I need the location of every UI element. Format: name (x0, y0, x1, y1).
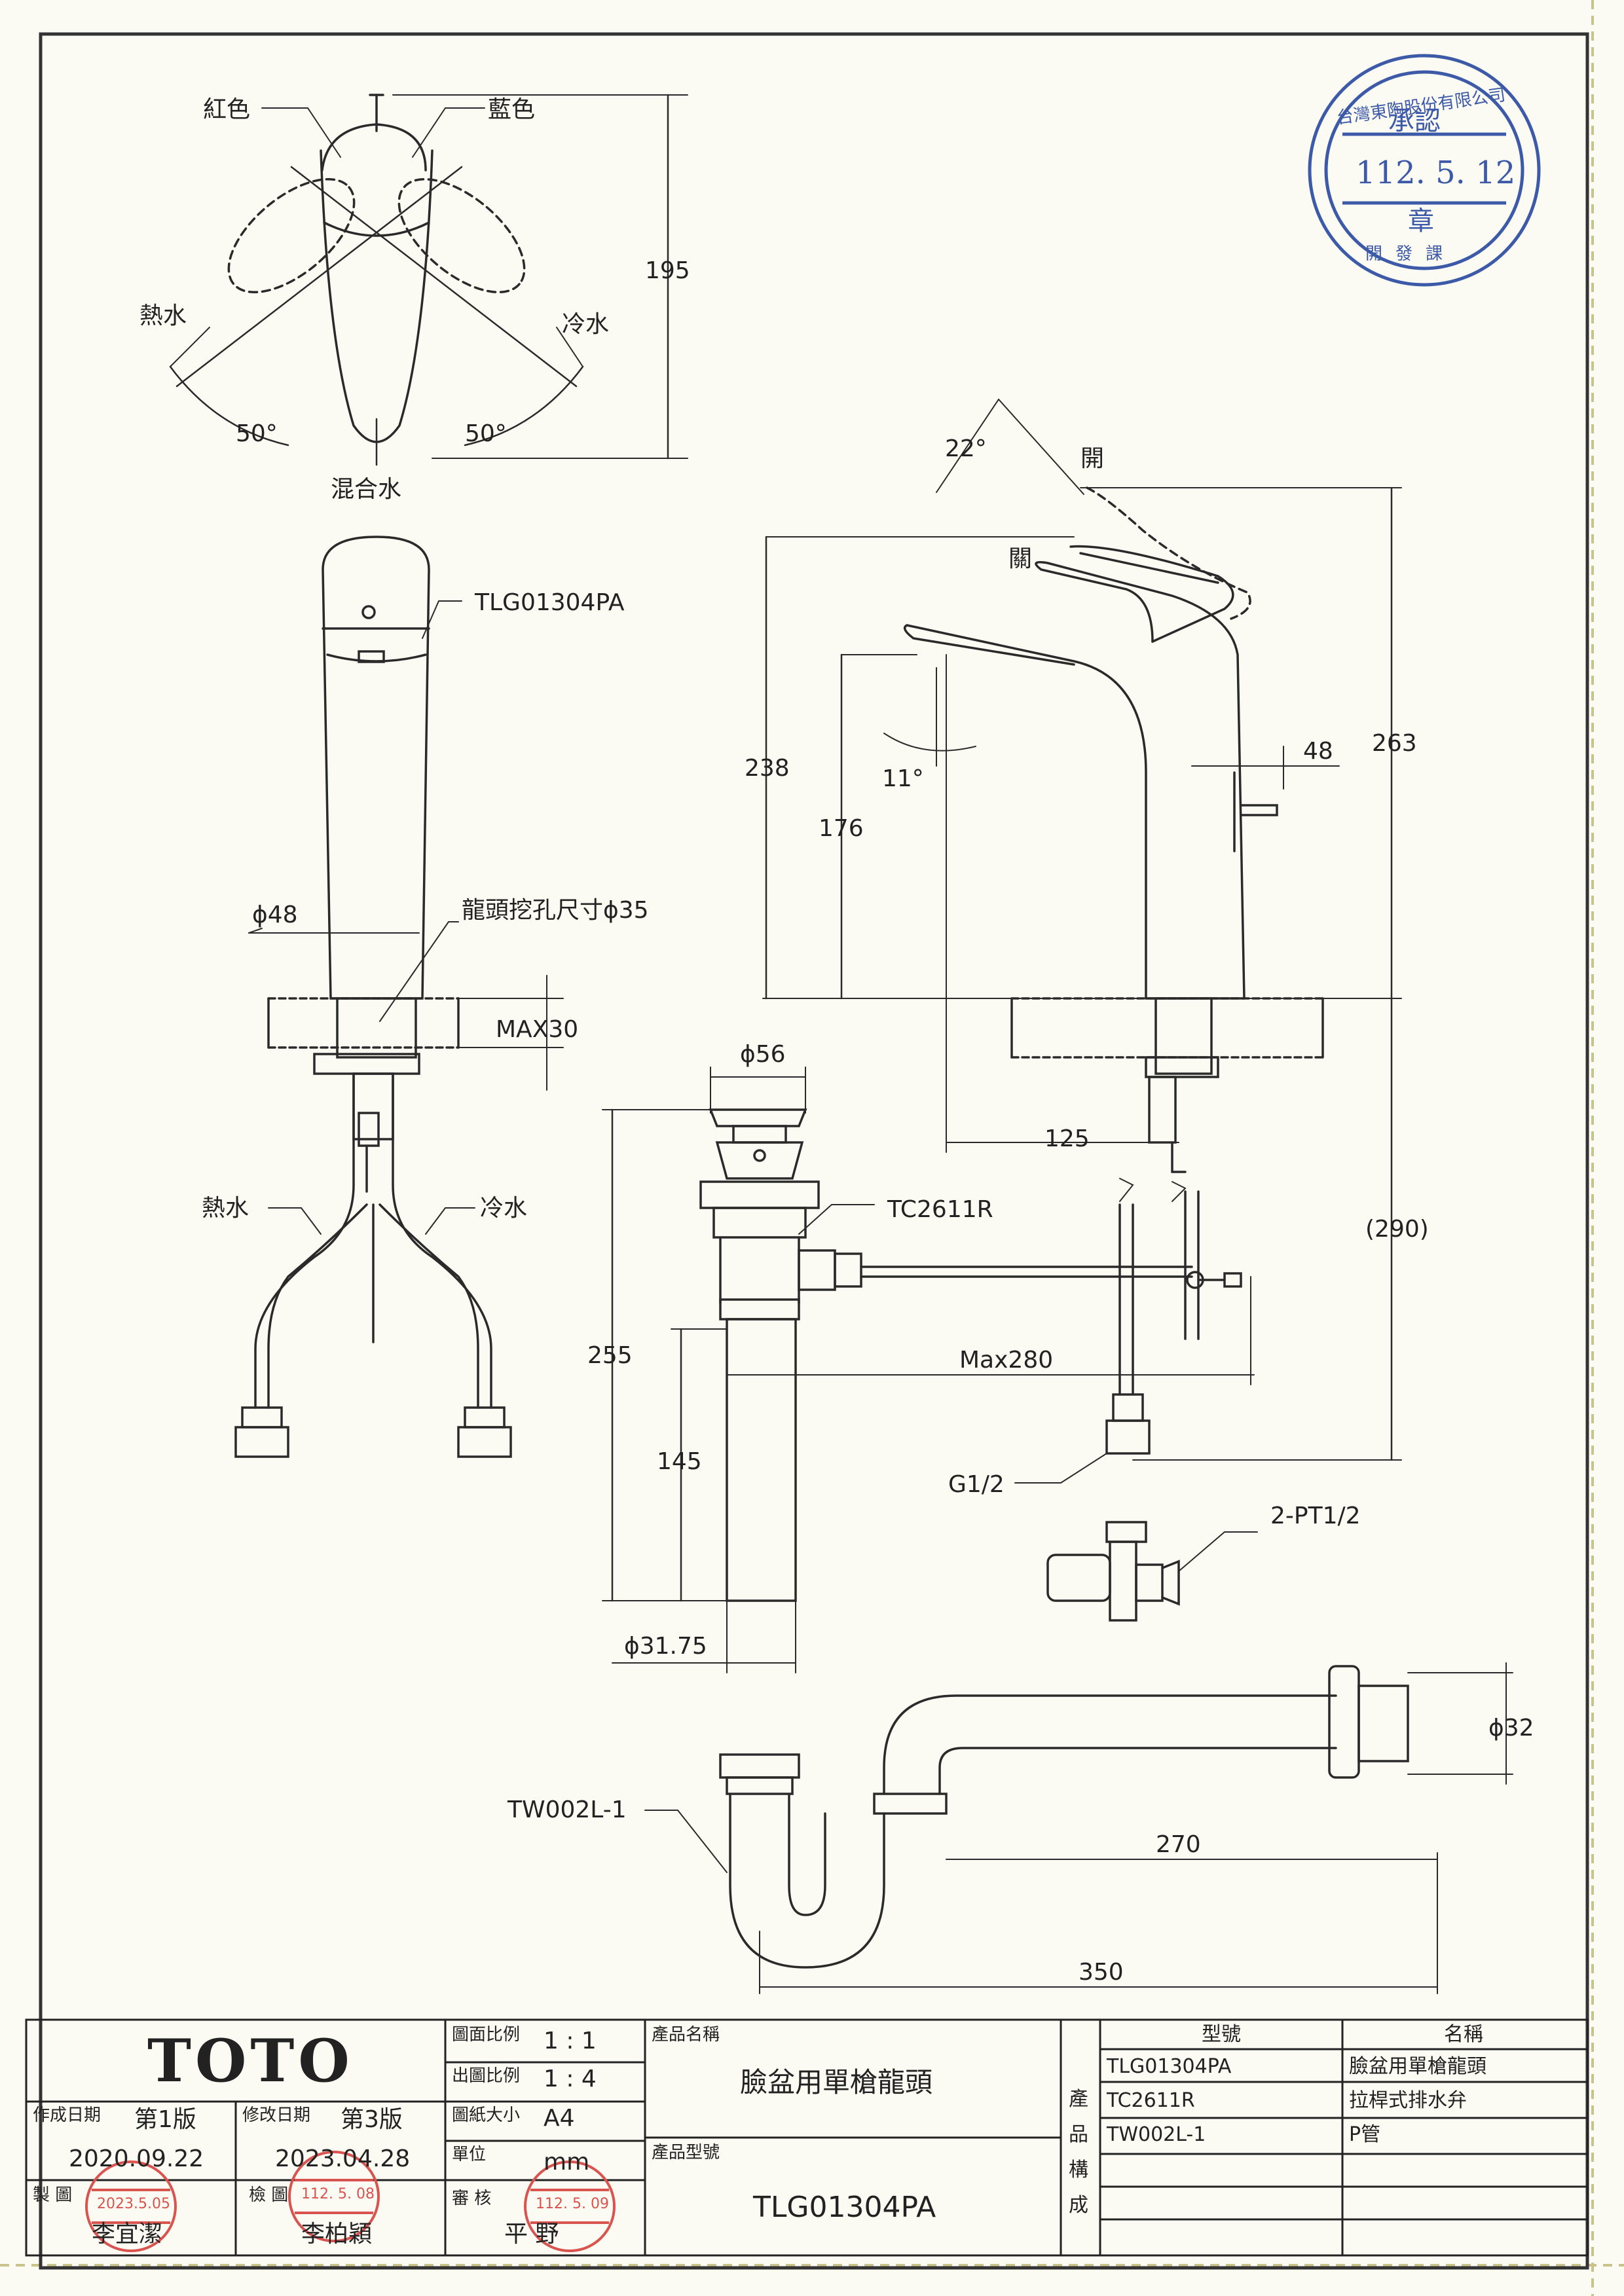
dim-phi56: ϕ56 (740, 1041, 786, 1068)
dim-350: 350 (1079, 1959, 1124, 1986)
stamp-make-date: 2023.5.05 (97, 2196, 170, 2212)
label-hot-top: 熱水 (139, 302, 187, 329)
label-red: 紅色 (203, 96, 251, 123)
unit-value: mm (544, 2149, 590, 2176)
scale-out-label: 出圖比例 (452, 2066, 521, 2086)
stamp-seal: 章 (1408, 206, 1434, 236)
component-row-1-name: 臉盆用單槍龍頭 (1349, 2055, 1486, 2078)
top-view-drawing (169, 94, 688, 466)
make-name: 李宜潔 (92, 2221, 163, 2248)
label-cold-hose: 冷水 (480, 1195, 528, 1222)
label-open: 開 (1080, 445, 1105, 472)
scale-draw-label: 圖面比例 (452, 2025, 521, 2045)
drawing-frame (39, 32, 1589, 2270)
check-label: 檢 圖 (249, 2185, 289, 2205)
dim-195: 195 (645, 257, 690, 284)
dim-max30: MAX30 (496, 1016, 579, 1043)
paper-label: 圖紙大小 (452, 2105, 521, 2125)
create-date: 2020.09.22 (69, 2145, 204, 2172)
col-model-header: 型號 (1202, 2023, 1241, 2046)
component-row-3-name: P管 (1349, 2123, 1381, 2146)
stamp-dept: 開發課 (1365, 244, 1456, 264)
side-view-drawing (762, 398, 1402, 1461)
dim-176: 176 (819, 815, 864, 842)
label-close: 關 (1008, 545, 1033, 572)
product-model-label: 產品型號 (652, 2143, 720, 2162)
col-name-header: 名稱 (1444, 2023, 1483, 2046)
component-row-2-name: 拉桿式排水弁 (1349, 2089, 1467, 2112)
create-label: 作成日期 (33, 2105, 101, 2125)
stamp-date: 112. 5. 12 (1356, 155, 1516, 191)
unit-label: 單位 (452, 2145, 487, 2164)
brand-logo: TOTO (147, 2026, 354, 2096)
dim-290: (290) (1365, 1216, 1429, 1243)
stamp-title: 承認 (1388, 106, 1441, 136)
stamp-check-date: 112. 5. 08 (301, 2186, 375, 2202)
label-angle-right: 50° (465, 420, 507, 447)
dim-145: 145 (657, 1448, 702, 1475)
composition-label: 產品構成 (1069, 2088, 1088, 2217)
review-label: 審 核 (452, 2189, 492, 2208)
modify-date: 2023.04.28 (275, 2145, 411, 2172)
dim-phi32: ϕ32 (1488, 1715, 1534, 1741)
component-row-1-model: TLG01304PA (1107, 2055, 1232, 2078)
component-row-3-model: TW002L-1 (1107, 2123, 1206, 2146)
label-blue: 藍色 (488, 96, 536, 123)
dim-270: 270 (1156, 1831, 1201, 1858)
make-label: 製 圖 (33, 2185, 73, 2205)
label-mix: 混合水 (331, 476, 402, 503)
inspection-stamps (85, 2151, 616, 2252)
modify-label: 修改日期 (242, 2105, 311, 2125)
review-name: 平 野 (504, 2221, 559, 2248)
product-name-label: 產品名稱 (652, 2025, 720, 2045)
stamp-review-date: 112. 5. 09 (536, 2196, 609, 2212)
dim-263: 263 (1372, 730, 1417, 757)
label-g12: G1/2 (948, 1471, 1005, 1498)
create-version: 第1版 (134, 2106, 196, 2133)
label-cold-top: 冷水 (562, 311, 610, 338)
label-faucet-model: TLG01304PA (475, 589, 625, 616)
approval-stamp (1308, 54, 1541, 287)
label-angle-left: 50° (236, 420, 278, 447)
label-hole-size: 龍頭挖孔尺寸ϕ35 (462, 897, 649, 924)
scale-draw-value: 1 : 1 (544, 2028, 597, 2054)
label-hot-hose: 熱水 (202, 1195, 249, 1222)
title-block-grid (25, 2018, 1589, 2257)
paper-value: A4 (544, 2105, 575, 2132)
dim-125: 125 (1044, 1125, 1090, 1152)
dim-255: 255 (587, 1342, 633, 1369)
scale-out-value: 1 : 4 (544, 2066, 597, 2092)
dim-48-lever: 48 (1303, 738, 1333, 765)
dim-238: 238 (745, 755, 790, 782)
component-row-2-model: TC2611R (1107, 2089, 1195, 2112)
check-name: 李柏穎 (301, 2221, 373, 2248)
dim-22deg: 22° (945, 435, 987, 462)
p-trap-drawing (644, 1662, 1513, 1994)
front-view-drawing (234, 536, 564, 1458)
label-pt12: 2-PT1/2 (1270, 1503, 1361, 1529)
dim-phi48: ϕ48 (252, 902, 298, 928)
label-drain-model: TC2611R (887, 1196, 993, 1223)
drain-drawing (602, 1066, 1258, 1673)
dim-11deg: 11° (882, 765, 924, 792)
product-model: TLG01304PA (753, 2191, 936, 2224)
product-name: 臉盆用單槍龍頭 (740, 2066, 933, 2098)
dim-max280: Max280 (959, 1347, 1054, 1374)
label-ptrap-model: TW002L-1 (507, 1796, 627, 1823)
dim-phi3175: ϕ31.75 (624, 1633, 707, 1660)
modify-version: 第3版 (341, 2106, 403, 2133)
